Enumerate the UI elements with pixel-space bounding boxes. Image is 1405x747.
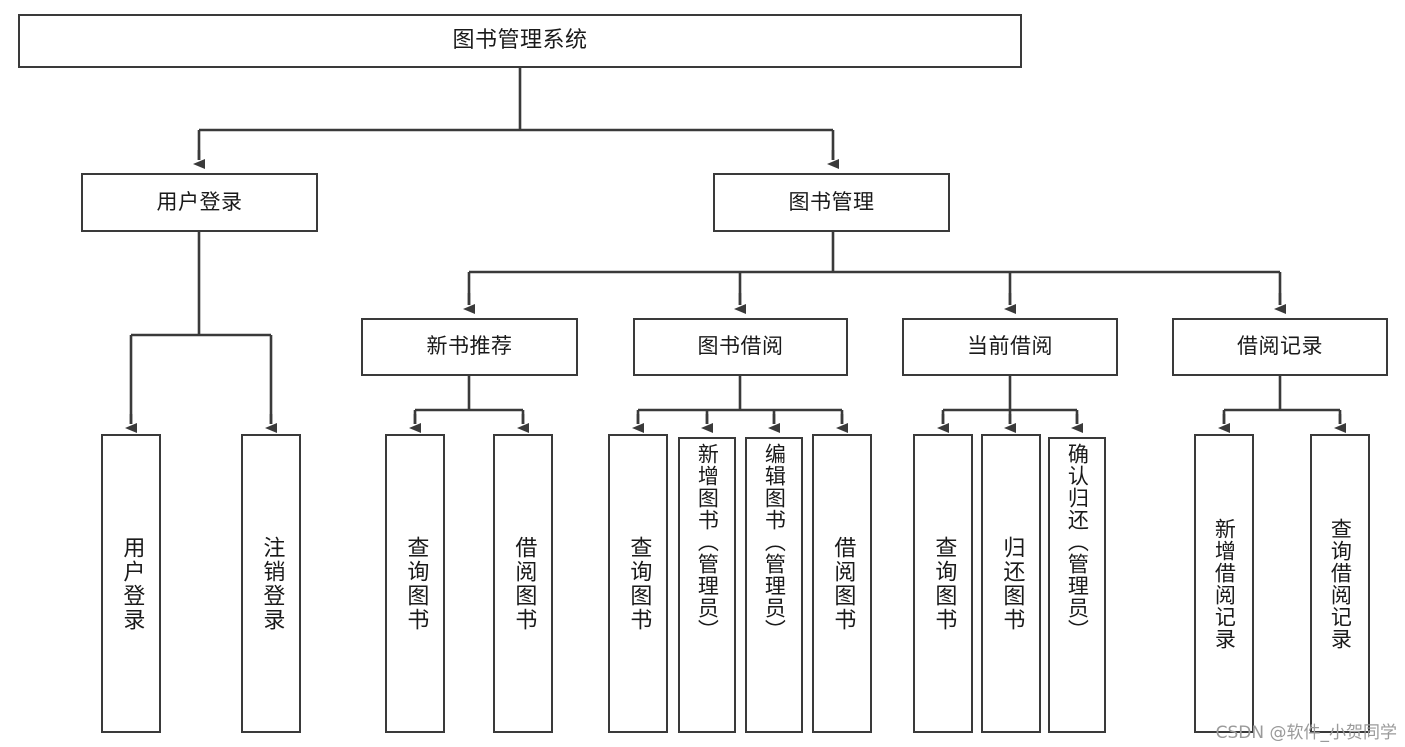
node-label: 用户登录: [156, 189, 243, 214]
node-label: 图书借阅: [697, 334, 784, 359]
node-label: 确认归还（管理员）: [1065, 443, 1090, 641]
node-current-borrow[interactable]: 当前借阅: [902, 318, 1118, 376]
node-label: 归还图书: [999, 535, 1025, 632]
node-label: 借阅记录: [1237, 334, 1323, 359]
node-label: 查询图书: [931, 535, 957, 632]
node-borrow-record[interactable]: 借阅记录: [1172, 318, 1388, 376]
node-label: 查询借阅记录: [1328, 517, 1353, 650]
node-label: 新增借阅记录: [1212, 517, 1237, 650]
node-new-book-rec[interactable]: 新书推荐: [361, 318, 578, 376]
node-label: 新书推荐: [426, 334, 513, 359]
node-label: 图书管理系统: [452, 27, 588, 53]
node-label: 查询图书: [626, 535, 652, 632]
node-leaf-query-book-3[interactable]: 查询图书: [913, 434, 973, 733]
node-label: 图书管理: [788, 189, 875, 214]
node-label: 注销登录: [259, 535, 285, 632]
node-leaf-edit-book[interactable]: 编辑图书（管理员）: [745, 437, 803, 733]
node-leaf-user-login[interactable]: 用户登录: [101, 434, 161, 733]
node-root-system[interactable]: 图书管理系统: [18, 14, 1022, 68]
node-label: 借阅图书: [830, 535, 856, 632]
node-label: 当前借阅: [967, 334, 1053, 359]
node-leaf-borrow-book-2[interactable]: 借阅图书: [812, 434, 872, 733]
csdn-watermark: CSDN @软件_小贺同学: [1215, 723, 1397, 743]
node-label: 编辑图书（管理员）: [762, 443, 787, 641]
node-label: 新增图书（管理员）: [695, 443, 720, 641]
node-user-login[interactable]: 用户登录: [81, 173, 318, 232]
node-leaf-add-record[interactable]: 新增借阅记录: [1194, 434, 1254, 733]
node-leaf-query-record[interactable]: 查询借阅记录: [1310, 434, 1370, 733]
node-label: 查询图书: [403, 535, 429, 632]
node-leaf-query-book-1[interactable]: 查询图书: [385, 434, 445, 733]
node-leaf-confirm-return[interactable]: 确认归还（管理员）: [1048, 437, 1106, 733]
node-label: 借阅图书: [511, 535, 537, 632]
node-book-manage[interactable]: 图书管理: [713, 173, 950, 232]
node-leaf-query-book-2[interactable]: 查询图书: [608, 434, 668, 733]
node-leaf-borrow-book-1[interactable]: 借阅图书: [493, 434, 553, 733]
node-leaf-logout[interactable]: 注销登录: [241, 434, 301, 733]
node-leaf-add-book[interactable]: 新增图书（管理员）: [678, 437, 736, 733]
node-leaf-return-book[interactable]: 归还图书: [981, 434, 1041, 733]
node-label: 用户登录: [119, 535, 145, 632]
node-book-borrow[interactable]: 图书借阅: [633, 318, 848, 376]
